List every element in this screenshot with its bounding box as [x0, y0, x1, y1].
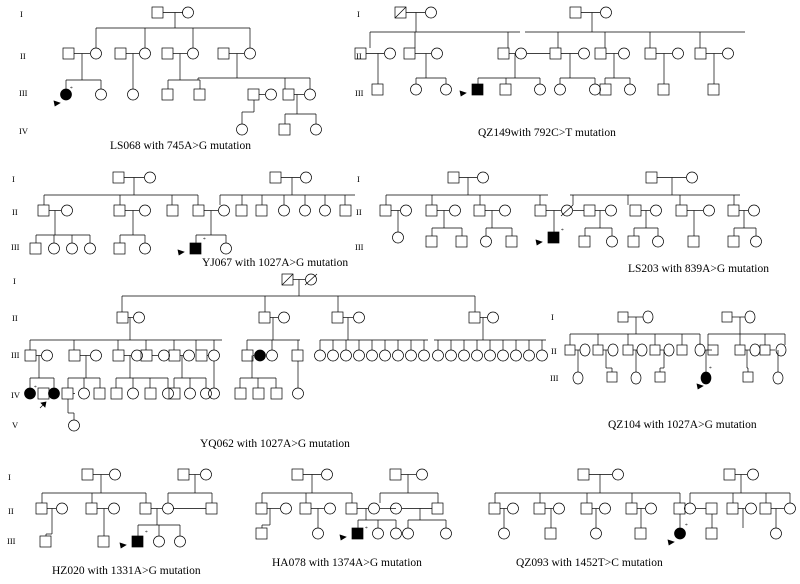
gen-label: II: [20, 51, 26, 61]
pedigree-ls068: I II III IV *: [19, 6, 322, 152]
marker: *: [561, 228, 564, 234]
gen-label: I: [551, 312, 554, 322]
gen-label: III: [11, 350, 20, 360]
gen-label: II: [12, 313, 18, 323]
gen-label: II: [12, 207, 18, 217]
deceased-slash: [304, 273, 318, 286]
gen-label: II: [356, 207, 362, 217]
gen-label: I: [12, 174, 15, 184]
marker: *: [70, 86, 73, 92]
proband-arrow: [53, 100, 61, 107]
gen-label: III: [550, 373, 559, 383]
gen-label: IV: [11, 390, 21, 400]
gen-label: I: [357, 174, 360, 184]
pedigree-qz149: I II III QZ14: [354, 6, 745, 139]
proband-arrow: [119, 542, 127, 549]
affected-male-proband: [471, 83, 484, 96]
gen-label: I: [357, 9, 360, 19]
proband-arrow: [177, 249, 185, 256]
caption-yq062: YQ062 with 1027A>G mutation: [200, 438, 350, 450]
deceased-slash: [560, 204, 574, 217]
gen-label: II: [356, 51, 362, 61]
marker: *: [34, 385, 37, 391]
affected-male-proband: [131, 535, 144, 548]
gen-label: III: [19, 88, 28, 98]
pedigree-qz093: * QZ093 with 1452T>C mutation: [488, 468, 796, 569]
affected-male-proband: [351, 527, 364, 540]
pedigree-ls203: I II III *: [355, 171, 769, 275]
marker: *: [365, 526, 368, 532]
affected-female: [48, 387, 60, 400]
pedigree-qz104: I II III * QZ104 with 1027A>G: [550, 310, 787, 431]
affected-male-proband: [547, 231, 560, 244]
caption-yj067: YJ067 with 1027A>G mutation: [202, 257, 348, 269]
proband-arrow: [459, 90, 467, 97]
caption-qz149: QZ149with 792C>T mutation: [478, 127, 616, 139]
pedigree-yj067: I II III * YJ067 with 1027A>G mutation: [11, 171, 355, 269]
caption-ha078: HA078 with 1374A>G mutation: [272, 557, 422, 569]
marker: *: [203, 237, 206, 243]
male-symbol: [151, 6, 164, 19]
gen-label: II: [551, 346, 557, 356]
affected-female-proband: [700, 371, 712, 385]
affected-female: [24, 387, 36, 400]
caption-ls203: LS203 with 839A>G mutation: [628, 263, 769, 275]
female-symbol: [182, 6, 194, 19]
marker: *: [685, 523, 688, 529]
gen-label: V: [12, 420, 19, 430]
caption-qz093: QZ093 with 1452T>C mutation: [516, 557, 663, 569]
marker: *: [145, 530, 148, 536]
caption-qz104: QZ104 with 1027A>G mutation: [608, 419, 757, 431]
proband-arrow: [535, 239, 543, 246]
gen-label: I: [8, 472, 11, 482]
gen-label: III: [7, 536, 16, 546]
affected-male-proband: [189, 242, 202, 255]
affected-female-proband: [674, 527, 686, 540]
gen-label: II: [8, 506, 14, 516]
proband-arrow: [667, 539, 675, 546]
caption-hz020: HZ020 with 1331A>G mutation: [52, 565, 201, 577]
pedigree-hz020: I II III * HZ020 with 1331A>G mutation: [7, 468, 218, 577]
proband-arrow: [696, 383, 704, 390]
gen-label: IV: [19, 126, 29, 136]
gen-label: I: [13, 276, 16, 286]
marker: *: [709, 366, 712, 372]
gen-label: III: [355, 242, 364, 252]
pedigree-ha078: * HA078 with 1374A>G mutation: [255, 468, 452, 569]
gen-label: III: [11, 242, 20, 252]
pedigree-yq062: I II III IV V: [11, 273, 548, 450]
proband-arrow: [339, 534, 347, 541]
proband-arrow: [39, 401, 47, 409]
gen-label: III: [355, 88, 364, 98]
affected-female-proband: [60, 88, 72, 101]
deceased-slash: [281, 273, 294, 286]
caption-ls068: LS068 with 745A>G mutation: [110, 140, 251, 152]
gen-label: I: [20, 9, 23, 19]
affected-female: [254, 349, 266, 362]
deceased-slash: [394, 6, 407, 19]
